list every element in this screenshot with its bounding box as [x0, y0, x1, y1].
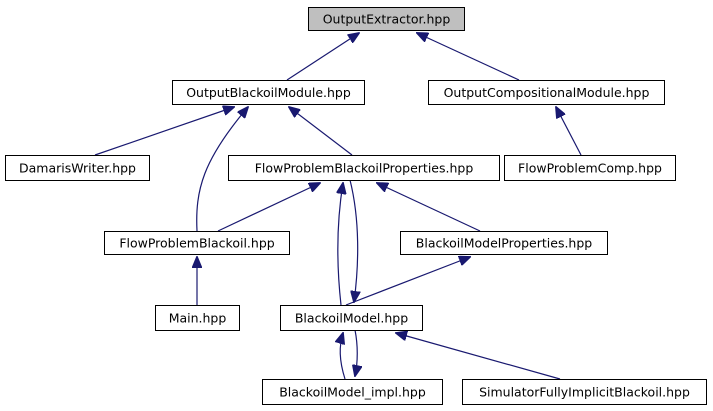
edge-blackoil-model-properties-to-flow-problem-blackoil-properties — [377, 183, 481, 232]
edge-flow-problem-blackoil-properties-to-output-blackoil-module — [289, 107, 353, 156]
edge-damaris-writer-to-output-blackoil-module — [94, 107, 234, 156]
node-box[interactable] — [428, 80, 665, 105]
node-box[interactable] — [262, 379, 443, 405]
edge-output-blackoil-module-to-output-extractor — [286, 33, 359, 81]
node-label: FlowProblemBlackoilProperties.hpp — [255, 161, 474, 176]
edge-blackoil-model-impl-to-blackoil-model — [340, 333, 346, 380]
node-box[interactable] — [280, 305, 423, 331]
edge-flow-problem-comp-to-output-compositional-module — [556, 107, 582, 156]
node-box[interactable] — [228, 155, 500, 181]
edge-flow-problem-blackoil-to-flow-problem-blackoil-properties — [217, 183, 320, 232]
node-flow-problem-blackoil-properties[interactable]: FlowProblemBlackoilProperties.hpp — [228, 155, 500, 181]
node-output-extractor[interactable]: OutputExtractor.hpp — [308, 7, 465, 31]
node-label: FlowProblemBlackoil.hpp — [119, 236, 274, 251]
node-box[interactable] — [462, 379, 707, 405]
node-label: BlackoilModel.hpp — [295, 311, 408, 326]
node-box[interactable] — [400, 231, 608, 255]
node-box[interactable] — [155, 305, 240, 331]
node-main[interactable]: Main.hpp — [155, 305, 240, 331]
node-label: DamarisWriter.hpp — [19, 161, 136, 176]
node-box[interactable] — [5, 155, 150, 181]
edge-blackoil-model-to-blackoil-model-impl — [355, 329, 357, 376]
edge-simulator-fully-implicit-blackoil-to-blackoil-model — [396, 333, 561, 380]
node-label: BlackoilModel_impl.hpp — [279, 385, 426, 400]
node-output-blackoil-module[interactable]: OutputBlackoilModule.hpp — [172, 80, 365, 105]
node-label: Main.hpp — [169, 311, 227, 326]
node-label: BlackoilModelProperties.hpp — [416, 236, 592, 251]
node-label: OutputExtractor.hpp — [323, 12, 451, 27]
edge-flow-problem-blackoil-properties-to-blackoil-model — [349, 179, 358, 302]
node-output-compositional-module[interactable]: OutputCompositionalModule.hpp — [428, 80, 665, 105]
node-blackoil-model[interactable]: BlackoilModel.hpp — [280, 305, 423, 331]
edge-blackoil-model-to-flow-problem-blackoil-properties — [338, 183, 343, 306]
node-flow-problem-comp[interactable]: FlowProblemComp.hpp — [504, 155, 676, 181]
node-simulator-fully-implicit-blackoil[interactable]: SimulatorFullyImplicitBlackoil.hpp — [462, 379, 707, 405]
node-blackoil-model-properties[interactable]: BlackoilModelProperties.hpp — [400, 231, 608, 255]
node-blackoil-model-impl[interactable]: BlackoilModel_impl.hpp — [262, 379, 443, 405]
node-box[interactable] — [104, 231, 290, 255]
node-label: FlowProblemComp.hpp — [518, 161, 662, 176]
edge-flow-problem-blackoil-to-output-blackoil-module — [196, 107, 248, 232]
edge-blackoil-model-to-blackoil-model-properties — [345, 257, 470, 306]
node-label: OutputBlackoilModule.hpp — [186, 85, 351, 100]
node-layer: OutputExtractor.hppOutputBlackoilModule.… — [5, 7, 707, 405]
node-box[interactable] — [308, 7, 465, 31]
node-label: SimulatorFullyImplicitBlackoil.hpp — [479, 385, 690, 400]
node-damaris-writer[interactable]: DamarisWriter.hpp — [5, 155, 150, 181]
node-label: OutputCompositionalModule.hpp — [444, 85, 650, 100]
node-flow-problem-blackoil[interactable]: FlowProblemBlackoil.hpp — [104, 231, 290, 255]
edge-output-compositional-module-to-output-extractor — [417, 33, 520, 81]
edge-layer — [94, 33, 582, 380]
node-box[interactable] — [504, 155, 676, 181]
node-box[interactable] — [172, 80, 365, 105]
